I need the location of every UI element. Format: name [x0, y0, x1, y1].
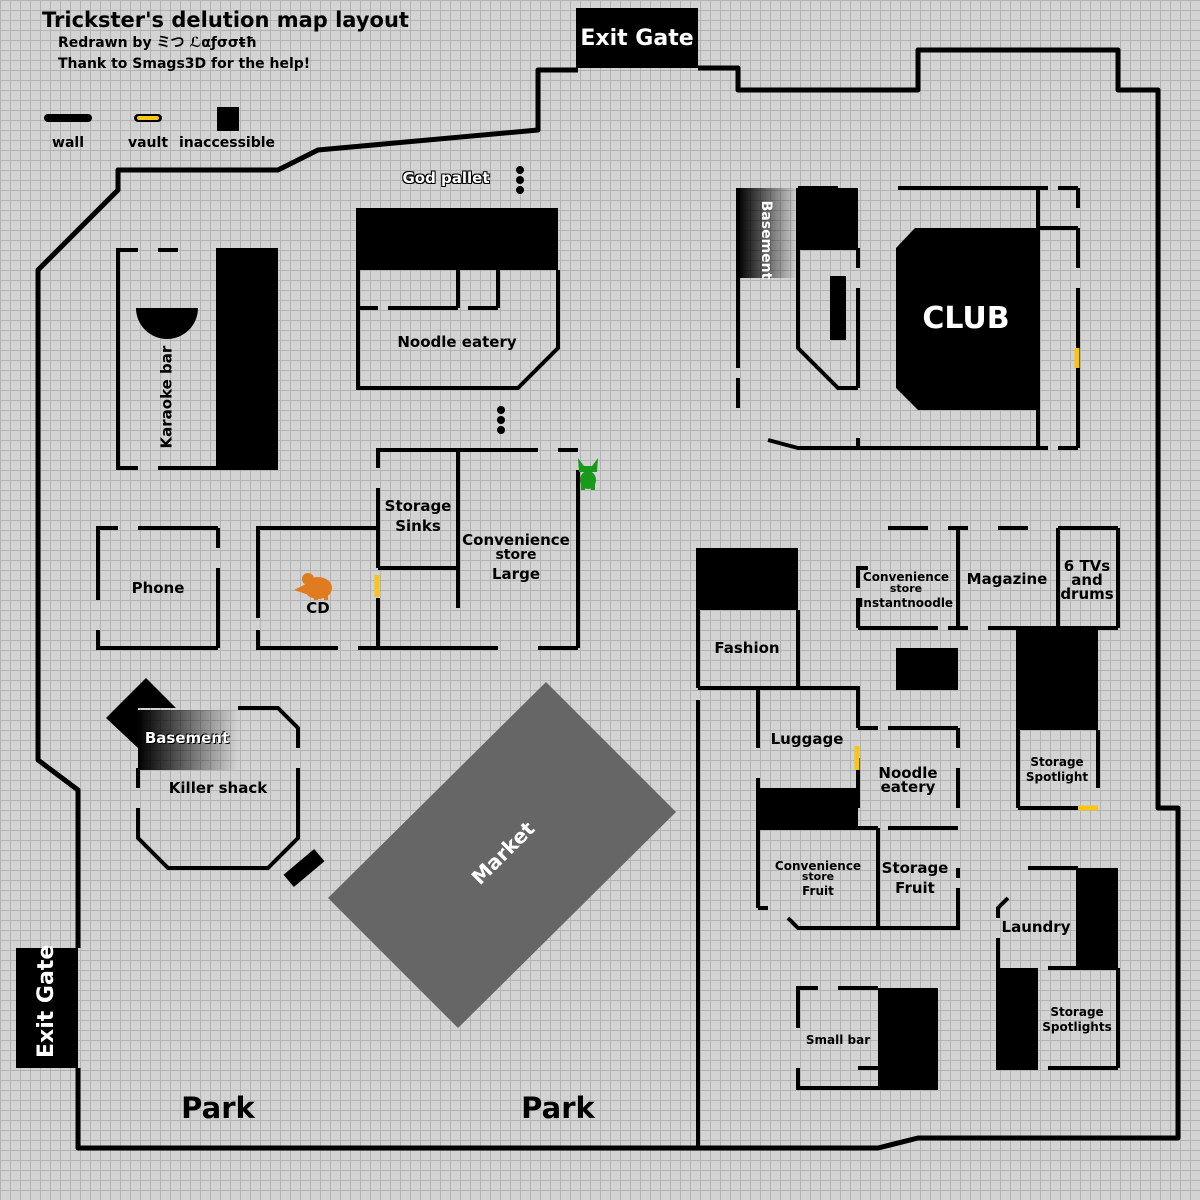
credit-line: Redrawn by ミつ ℒαƒσσŧħ	[58, 35, 257, 51]
storage-spotlight-label-2: Spotlight	[1025, 770, 1089, 784]
convenience-large-label-2: store	[495, 547, 537, 563]
storage-spotlights-label-2: Spotlights	[1042, 1020, 1112, 1034]
convenience-large-label-3: Large	[492, 565, 540, 583]
basement-club-shade	[738, 188, 798, 278]
storage-spotlights-label-1: Storage	[1050, 1005, 1104, 1019]
karaoke-bar-label: Karaoke bar	[157, 345, 176, 449]
legend-vault-label: vault	[127, 135, 169, 151]
club-label: CLUB	[922, 301, 1010, 336]
phone-label: Phone	[131, 579, 185, 597]
cat-icon	[578, 458, 598, 490]
tvs-label-2: and	[1071, 571, 1103, 589]
tvs-label-3: drums	[1060, 585, 1114, 603]
small-bar-label: Small bar	[805, 1033, 871, 1047]
god-pallet-label: God pallet	[402, 169, 490, 187]
exit-gate-top[interactable]	[576, 8, 698, 68]
vaults	[374, 348, 1098, 811]
noodle-eatery-top-label: Noodle eatery	[397, 333, 517, 351]
conv-instant-label-1: Convenience	[862, 570, 950, 584]
storage-sinks-label-2: Sinks	[395, 517, 441, 535]
luggage-label: Luggage	[770, 730, 844, 748]
god-pallet-dots	[497, 166, 524, 434]
conv-fruit-label-3: Fruit	[802, 884, 834, 898]
outer-boundary	[35, 47, 1181, 1151]
storage-fruit-label-1: Storage	[881, 859, 949, 877]
legend	[44, 107, 239, 131]
club-building	[896, 228, 1038, 410]
exit-gate-left-label[interactable]: Exit Gate	[34, 944, 59, 1058]
magazine-label: Magazine	[966, 570, 1048, 588]
market	[328, 682, 676, 1028]
conv-fruit-label-2: store	[801, 870, 835, 883]
basement-left-label: Basement	[144, 729, 230, 747]
noodle-eatery-right-label-1: Noodle	[878, 764, 938, 782]
legend-wall-label: wall	[52, 135, 84, 151]
storage-spotlight-label-1: Storage	[1030, 755, 1084, 769]
conv-fruit-label-1: Convenience	[774, 859, 862, 873]
basement-club-label: Basement	[758, 200, 774, 280]
killer-shack-label: Killer shack	[168, 779, 268, 797]
storage-fruit-label-2: Fruit	[895, 879, 935, 897]
karaoke-stage	[136, 308, 198, 339]
laundry-label: Laundry	[1001, 918, 1071, 936]
conv-instant-label-3: Instantnoodle	[858, 596, 954, 610]
convenience-large-label-1: Convenience	[462, 531, 570, 549]
conv-instant-label-2: store	[889, 582, 923, 595]
legend-inaccessible-swatch	[217, 107, 239, 131]
fashion-label: Fashion	[714, 639, 780, 657]
map-title: Trickster's delution map layout	[42, 8, 409, 32]
cd-label: CD	[306, 599, 330, 617]
basement-left-shade	[138, 710, 238, 770]
park-right-label: Park	[521, 1091, 595, 1125]
noodle-eatery-right-label-2: eatery	[880, 778, 936, 796]
hound-icon	[294, 573, 332, 600]
thanks-line: Thank to Smags3D for the help!	[58, 56, 311, 72]
storage-sinks-label-1: Storage	[384, 497, 452, 515]
tvs-label-1: 6 TVs	[1063, 557, 1111, 575]
legend-inaccessible-label: inaccessible	[178, 135, 276, 151]
exit-gate-top-label[interactable]: Exit Gate	[580, 26, 694, 51]
park-left-label: Park	[181, 1091, 255, 1125]
exit-gate-left[interactable]	[16, 948, 78, 1068]
